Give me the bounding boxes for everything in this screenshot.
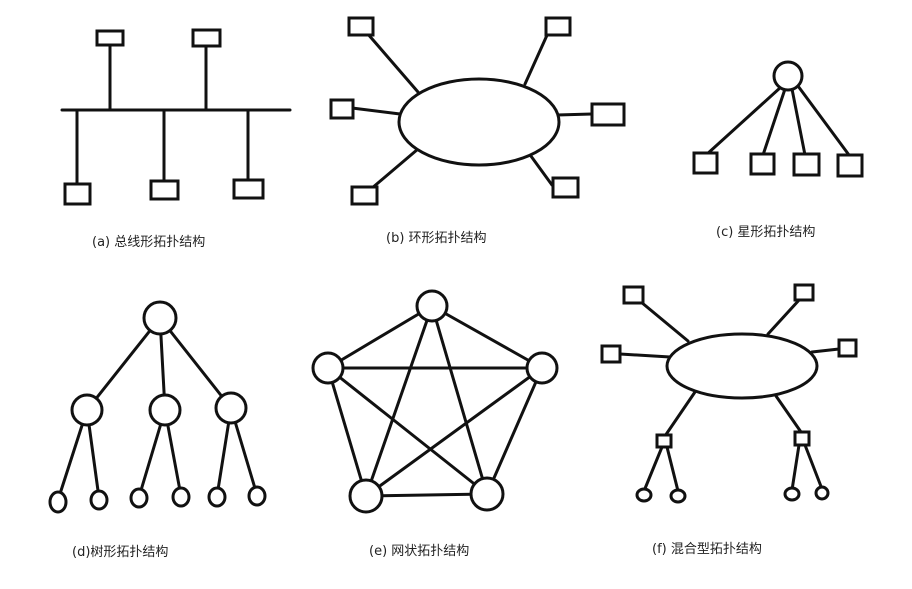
node-box	[692, 151, 719, 175]
root-node	[142, 300, 178, 336]
branch-node	[214, 391, 248, 425]
mesh-node	[311, 351, 345, 385]
caption-tree: (d)树形拓扑结构	[72, 545, 168, 560]
node-box	[232, 178, 265, 200]
mesh-node	[469, 476, 505, 512]
leaf-node	[48, 490, 68, 514]
star-topology: (c) 星形拓扑结构	[692, 60, 864, 240]
link	[766, 297, 802, 336]
leaf-node	[247, 485, 267, 507]
bus-topology: (a) 总线形拓扑结构	[60, 28, 292, 250]
link	[485, 366, 544, 496]
node-box	[590, 102, 626, 127]
link	[364, 304, 434, 498]
link	[526, 150, 554, 187]
link	[810, 347, 841, 354]
leaf-node	[635, 487, 653, 503]
node-box	[347, 16, 375, 37]
caption-mesh: (e) 网状拓扑结构	[369, 544, 469, 559]
link	[364, 366, 544, 498]
link	[774, 394, 803, 434]
node-box	[792, 152, 821, 177]
node-box	[551, 176, 580, 199]
link	[430, 304, 544, 370]
link	[642, 445, 664, 493]
node-box	[622, 285, 645, 305]
tree-topology: (d)树形拓扑结构	[48, 300, 267, 560]
caption-bus: (a) 总线形拓扑结构	[92, 235, 205, 250]
node-box	[63, 182, 92, 206]
link	[618, 352, 672, 359]
mesh-node	[525, 351, 559, 385]
node-box	[793, 283, 815, 302]
ring-ellipse	[397, 77, 561, 167]
caption-star: (c) 星形拓扑结构	[716, 225, 815, 240]
node-box	[837, 338, 858, 358]
mesh-node	[348, 478, 384, 514]
link	[790, 87, 807, 157]
node-box	[836, 153, 864, 178]
hybrid-ellipse	[665, 332, 819, 400]
hybrid-topology: (f) 混合型拓扑结构	[600, 283, 858, 557]
node-box	[793, 430, 811, 447]
node-box	[149, 179, 180, 201]
link	[796, 84, 851, 157]
link	[350, 106, 402, 116]
link	[639, 300, 690, 343]
link	[326, 366, 489, 496]
caption-hybrid: (f) 混合型拓扑结构	[652, 542, 762, 557]
mesh-topology: (e) 网状拓扑结构	[311, 289, 559, 559]
link	[85, 316, 162, 412]
leaf-node	[207, 486, 227, 508]
node-box	[350, 185, 379, 206]
link	[555, 112, 594, 117]
node-box	[544, 16, 572, 37]
link	[365, 31, 420, 94]
caption-ring: (b) 环形拓扑结构	[386, 231, 487, 246]
link	[326, 366, 368, 498]
node-box	[600, 344, 622, 364]
branch-node	[148, 393, 182, 427]
link	[761, 87, 787, 157]
link	[326, 304, 434, 370]
leaf-node	[783, 486, 801, 502]
link	[364, 492, 489, 498]
link	[430, 304, 489, 496]
node-box	[329, 98, 355, 120]
link	[665, 445, 680, 493]
link	[523, 31, 550, 86]
node-box	[749, 152, 776, 176]
leaf-node	[814, 485, 830, 501]
leaf-node	[89, 489, 109, 511]
node-box	[191, 28, 222, 48]
ring-topology: (b) 环形拓扑结构	[329, 16, 626, 246]
leaf-node	[669, 488, 687, 504]
link	[790, 443, 801, 492]
branch-node	[70, 393, 104, 427]
node-box	[655, 433, 673, 449]
leaf-node	[129, 487, 149, 509]
link	[663, 390, 697, 438]
mesh-node	[415, 289, 449, 323]
link	[704, 85, 783, 157]
link	[803, 443, 824, 491]
hub-node	[772, 60, 804, 92]
node-box	[95, 29, 125, 47]
link	[158, 316, 233, 410]
leaf-node	[171, 486, 191, 508]
